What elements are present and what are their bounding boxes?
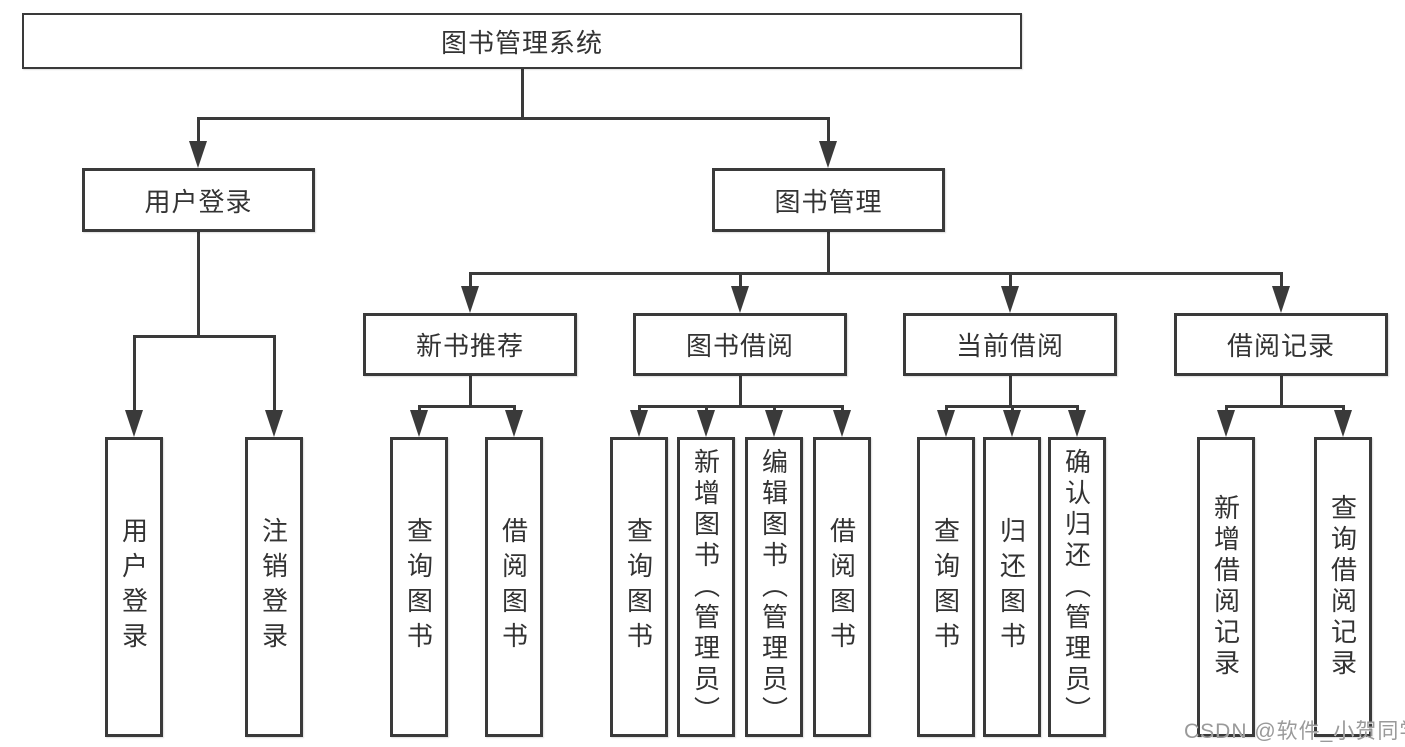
connector-level2-rail (197, 117, 830, 120)
connector-records-rail (1225, 405, 1345, 408)
connector-leaf-drop (739, 272, 742, 294)
node-book-management-label: 图书管理 (774, 186, 883, 217)
leaf-borrow-books: 借阅图书 (813, 437, 871, 737)
node-book-borrowing-label: 图书借阅 (685, 331, 794, 361)
node-borrowing-records-label: 借阅记录 (1226, 331, 1335, 361)
arrowhead-down-icon (1272, 286, 1290, 313)
connector-root-stub (521, 69, 524, 119)
connector-user-login-stub (197, 232, 200, 338)
leaf-query-books-current: 查询图书 (917, 437, 975, 737)
arrowhead-down-icon (697, 410, 715, 437)
leaf-add-borrow-record: 新增借阅记录 (1197, 437, 1255, 737)
arrowhead-down-icon (819, 141, 837, 168)
leaf-query-borrow-record-label: 查询借阅记录 (1327, 494, 1358, 680)
connector-leaf-drop (273, 335, 276, 415)
leaf-query-books-recommend-label: 查询图书 (403, 517, 434, 657)
leaf-confirm-return-admin-label: 确认归还（管理员） (1061, 447, 1092, 727)
node-current-borrowing: 当前借阅 (903, 313, 1117, 376)
leaf-edit-books-admin: 编辑图书（管理员） (745, 437, 803, 737)
leaf-logout-label: 注销登录 (258, 517, 289, 657)
arrowhead-down-icon (189, 141, 207, 168)
leaf-user-login: 用户登录 (105, 437, 163, 737)
connector-records-stub (1280, 376, 1283, 408)
node-user-login: 用户登录 (82, 168, 315, 232)
connector-user-login-rail (133, 335, 276, 338)
node-book-management: 图书管理 (712, 168, 945, 232)
arrowhead-down-icon (630, 410, 648, 437)
arrowhead-down-icon (1068, 410, 1086, 437)
arrowhead-down-icon (833, 410, 851, 437)
leaf-query-books-recommend: 查询图书 (390, 437, 448, 737)
connector-new-book-stub (469, 376, 472, 408)
node-user-login-label: 用户登录 (144, 186, 253, 217)
connector-book-mgmt-drop (827, 117, 830, 147)
connector-leaf-drop (1009, 272, 1012, 294)
connector-new-book-rail (418, 405, 516, 408)
leaf-add-borrow-record-label: 新增借阅记录 (1210, 494, 1241, 680)
arrowhead-down-icon (765, 410, 783, 437)
connector-leaf-drop (1280, 272, 1283, 294)
arrowhead-down-icon (1334, 410, 1352, 437)
node-new-book-recommendation: 新书推荐 (363, 313, 577, 376)
leaf-edit-books-admin-label: 编辑图书（管理员） (758, 447, 789, 727)
connector-user-login-drop (197, 117, 200, 147)
leaf-query-books-current-label: 查询图书 (930, 517, 961, 657)
leaf-borrow-books-recommend: 借阅图书 (485, 437, 543, 737)
node-borrowing-records: 借阅记录 (1174, 313, 1388, 376)
node-new-book-recommendation-label: 新书推荐 (415, 331, 524, 361)
leaf-return-books-label: 归还图书 (996, 517, 1027, 657)
node-book-borrowing: 图书借阅 (633, 313, 847, 376)
leaf-user-login-label: 用户登录 (118, 517, 149, 657)
arrowhead-down-icon (410, 410, 428, 437)
leaf-query-borrow-record: 查询借阅记录 (1314, 437, 1372, 737)
connector-book-borrow-stub (739, 376, 742, 408)
arrowhead-down-icon (505, 410, 523, 437)
connector-leaf-drop (133, 335, 136, 415)
leaf-return-books: 归还图书 (983, 437, 1041, 737)
arrowhead-down-icon (1217, 410, 1235, 437)
arrowhead-down-icon (1001, 286, 1019, 313)
arrowhead-down-icon (461, 286, 479, 313)
csdn-watermark: CSDN @软件_小贺同学 (1184, 720, 1405, 743)
arrowhead-down-icon (1003, 410, 1021, 437)
leaf-logout: 注销登录 (245, 437, 303, 737)
node-root: 图书管理系统 (22, 13, 1022, 69)
arrowhead-down-icon (731, 286, 749, 313)
connector-book-mgmt-stub (827, 232, 830, 274)
arrowhead-down-icon (265, 410, 283, 437)
connector-level3-rail (469, 272, 1283, 275)
leaf-add-books-admin-label: 新增图书（管理员） (690, 447, 721, 727)
leaf-query-books-borrow: 查询图书 (610, 437, 668, 737)
leaf-add-books-admin: 新增图书（管理员） (677, 437, 735, 737)
leaf-query-books-borrow-label: 查询图书 (623, 517, 654, 657)
leaf-confirm-return-admin: 确认归还（管理员） (1048, 437, 1106, 737)
leaf-borrow-books-label: 借阅图书 (826, 517, 857, 657)
connector-leaf-drop (469, 272, 472, 294)
arrowhead-down-icon (125, 410, 143, 437)
arrowhead-down-icon (937, 410, 955, 437)
connector-current-borrow-stub (1009, 376, 1012, 408)
node-root-label: 图书管理系统 (440, 27, 603, 58)
node-current-borrowing-label: 当前借阅 (955, 331, 1064, 361)
connector-book-borrow-rail (638, 405, 844, 408)
leaf-borrow-books-recommend-label: 借阅图书 (498, 517, 529, 657)
